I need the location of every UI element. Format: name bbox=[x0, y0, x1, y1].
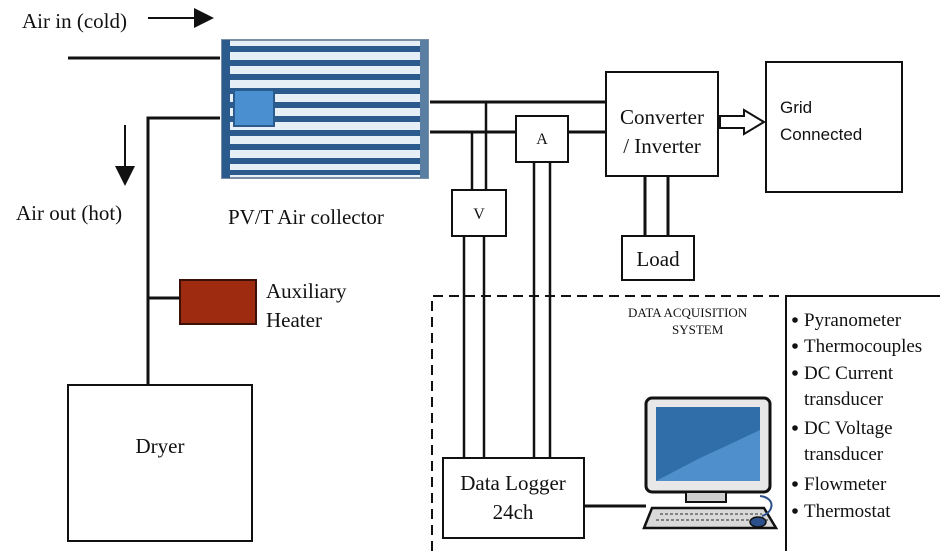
sensor-list-box bbox=[785, 295, 940, 551]
sensor-item: Pyranometer bbox=[804, 310, 902, 331]
sensor-item: Thermocouples bbox=[804, 336, 922, 357]
pv-cell bbox=[233, 89, 275, 127]
sensor-list: Pyranometer Thermocouples DC Current tra… bbox=[792, 310, 922, 522]
collector-label: PV/T Air collector bbox=[228, 205, 384, 229]
das-boundary bbox=[431, 295, 786, 551]
data-logger-box bbox=[442, 457, 585, 539]
auxiliary-heater bbox=[179, 279, 257, 325]
data-logger-label-1: Data Logger bbox=[460, 471, 566, 495]
aux-heater-label-2: Heater bbox=[266, 308, 322, 332]
load-label: Load bbox=[636, 247, 680, 271]
mouse-icon bbox=[749, 516, 767, 528]
sensor-item: Flowmeter bbox=[804, 474, 887, 495]
converter-label-2: / Inverter bbox=[623, 134, 701, 158]
das-label-2: SYSTEM bbox=[672, 322, 724, 337]
converter-label-1: Converter bbox=[620, 105, 704, 129]
grid-label-1: Grid bbox=[780, 98, 812, 117]
converter-inverter-box bbox=[605, 71, 719, 177]
das-label-1: DATA ACQUISITION bbox=[628, 305, 748, 320]
pvt-collector bbox=[221, 39, 429, 179]
voltmeter-label: V bbox=[473, 206, 485, 223]
sensor-item: DC Current bbox=[804, 363, 894, 384]
grid-feed-arrow bbox=[719, 108, 766, 136]
voltmeter-box bbox=[451, 189, 507, 237]
aux-heater-label-1: Auxiliary bbox=[266, 279, 347, 303]
sensor-item: DC Voltage bbox=[804, 418, 893, 439]
data-logger-label-2: 24ch bbox=[493, 500, 534, 524]
sensor-item-cont: transducer bbox=[804, 389, 884, 410]
grid-box bbox=[765, 61, 903, 193]
hot-air-pipe bbox=[146, 116, 220, 385]
dryer-box bbox=[67, 384, 253, 542]
ammeter-label: A bbox=[536, 131, 548, 148]
ammeter-box bbox=[515, 115, 569, 163]
air-in-label: Air in (cold) bbox=[22, 9, 127, 33]
load-box bbox=[621, 235, 695, 281]
air-out-label: Air out (hot) bbox=[16, 201, 122, 225]
sensor-item: Thermostat bbox=[804, 501, 891, 522]
sensor-item-cont: transducer bbox=[804, 444, 884, 465]
dryer-label: Dryer bbox=[136, 434, 185, 458]
computer-icon bbox=[642, 396, 779, 530]
mouse-cable bbox=[759, 495, 773, 517]
grid-label-2: Connected bbox=[780, 125, 862, 144]
